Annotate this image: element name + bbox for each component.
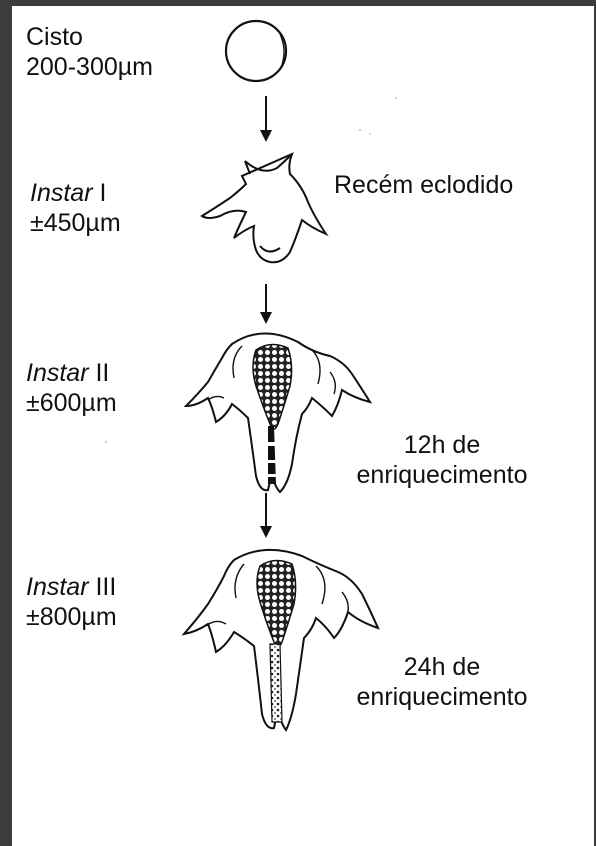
scan-speck <box>395 97 397 99</box>
arrow-1 <box>260 96 272 142</box>
arrow-3 <box>260 493 272 538</box>
arrow-2 <box>260 284 272 324</box>
diagram-page: Cisto 200-300µm Instar I ±450µm Recém ec… <box>12 6 594 846</box>
instar2-drawing <box>186 333 370 492</box>
scan-speck <box>105 441 107 443</box>
instar3-drawing <box>184 550 378 730</box>
scan-speck <box>359 129 361 131</box>
cyst-drawing <box>226 21 286 81</box>
diagram-artwork <box>12 6 594 846</box>
scan-speck <box>369 133 370 134</box>
instar1-drawing <box>202 154 326 262</box>
